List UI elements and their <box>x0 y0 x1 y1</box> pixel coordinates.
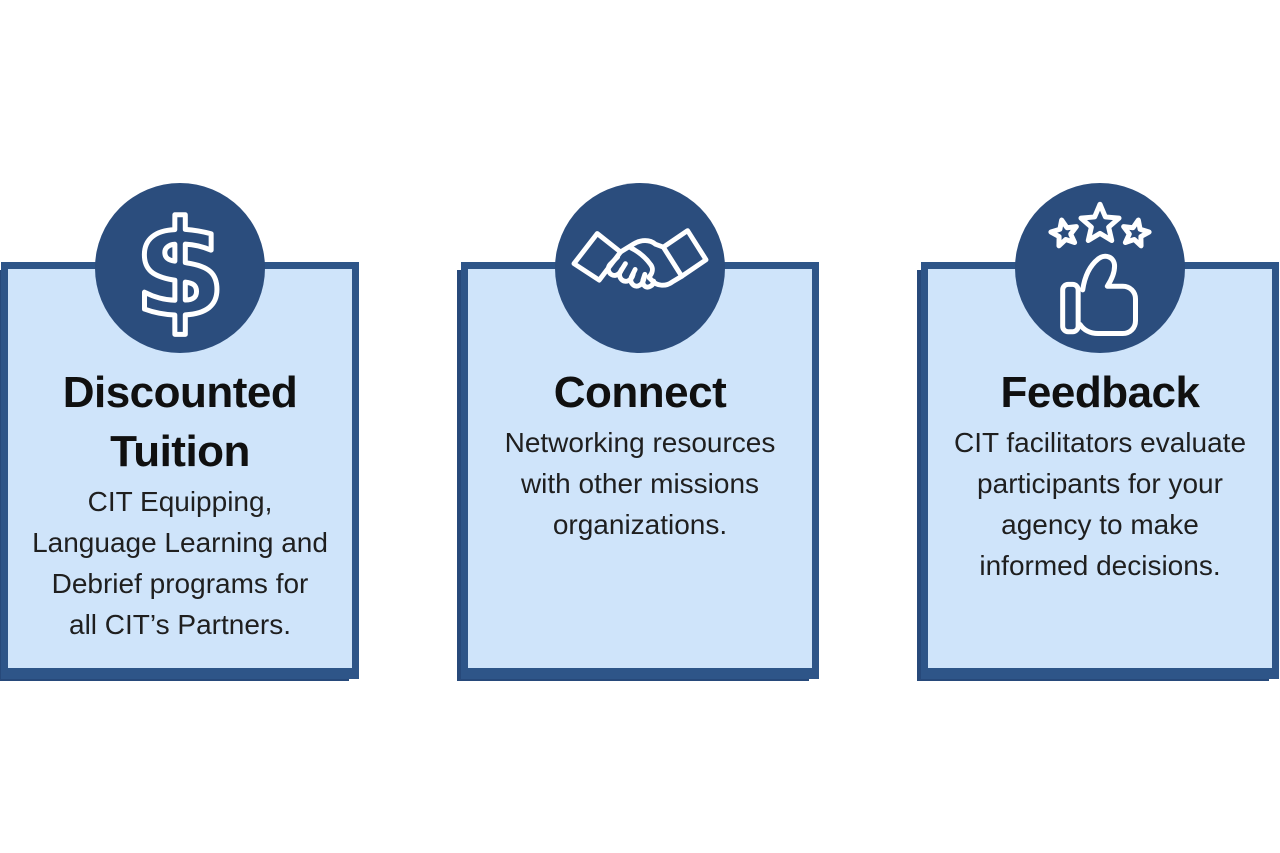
star-icon <box>1121 217 1152 249</box>
card-body-line: Networking resources <box>504 427 776 458</box>
dollar-sign-icon: $ <box>132 191 229 348</box>
card-connect: Connect Networking resources with other … <box>461 183 819 679</box>
card-title: Feedback <box>936 363 1264 422</box>
icon-circle: $ <box>95 183 265 353</box>
card-body-line: Debrief programs for <box>51 568 309 599</box>
card-title: Discounted Tuition <box>16 363 344 481</box>
card-title-line: Tuition <box>110 427 250 476</box>
card-content: Discounted Tuition CIT Equipping, Langua… <box>8 269 352 645</box>
card-body: CIT facilitators evaluate participants f… <box>936 422 1264 586</box>
star-icon <box>1048 217 1079 249</box>
card-content: Connect Networking resources with other … <box>468 269 812 545</box>
card-body-line: organizations. <box>552 509 728 540</box>
card-title-line: Feedback <box>1000 368 1200 417</box>
card-body-line: informed decisions. <box>979 550 1221 581</box>
card-body: Networking resources with other missions… <box>476 422 804 545</box>
card-content: Feedback CIT facilitators evaluate parti… <box>928 269 1272 586</box>
card-body-line: all CIT’s Partners. <box>69 609 291 640</box>
handshake-icon <box>571 227 709 290</box>
card-body-line: participants for your <box>977 468 1223 499</box>
card-discounted-tuition: $ Discounted Tuition CIT Equipping, Lang… <box>1 183 359 679</box>
card-body-line: CIT Equipping, <box>87 486 273 517</box>
cards-row: $ Discounted Tuition CIT Equipping, Lang… <box>1 183 1279 679</box>
card-body-line: Language Learning and <box>32 527 328 558</box>
card-title-line: Connect <box>553 368 727 417</box>
icon-circle <box>555 183 725 353</box>
card-title-line: Discounted <box>62 368 298 417</box>
thumbs-up-stars-icon <box>1048 201 1152 337</box>
svg-text:$: $ <box>134 193 226 347</box>
card-body-line: with other missions <box>520 468 760 499</box>
card-body-line: CIT facilitators evaluate <box>953 427 1247 458</box>
card-feedback: Feedback CIT facilitators evaluate parti… <box>921 183 1279 679</box>
card-body: CIT Equipping, Language Learning and Deb… <box>16 481 344 645</box>
star-icon <box>1078 201 1122 244</box>
card-body-line: agency to make <box>1001 509 1199 540</box>
icon-circle <box>1015 183 1185 353</box>
card-title: Connect <box>476 363 804 422</box>
